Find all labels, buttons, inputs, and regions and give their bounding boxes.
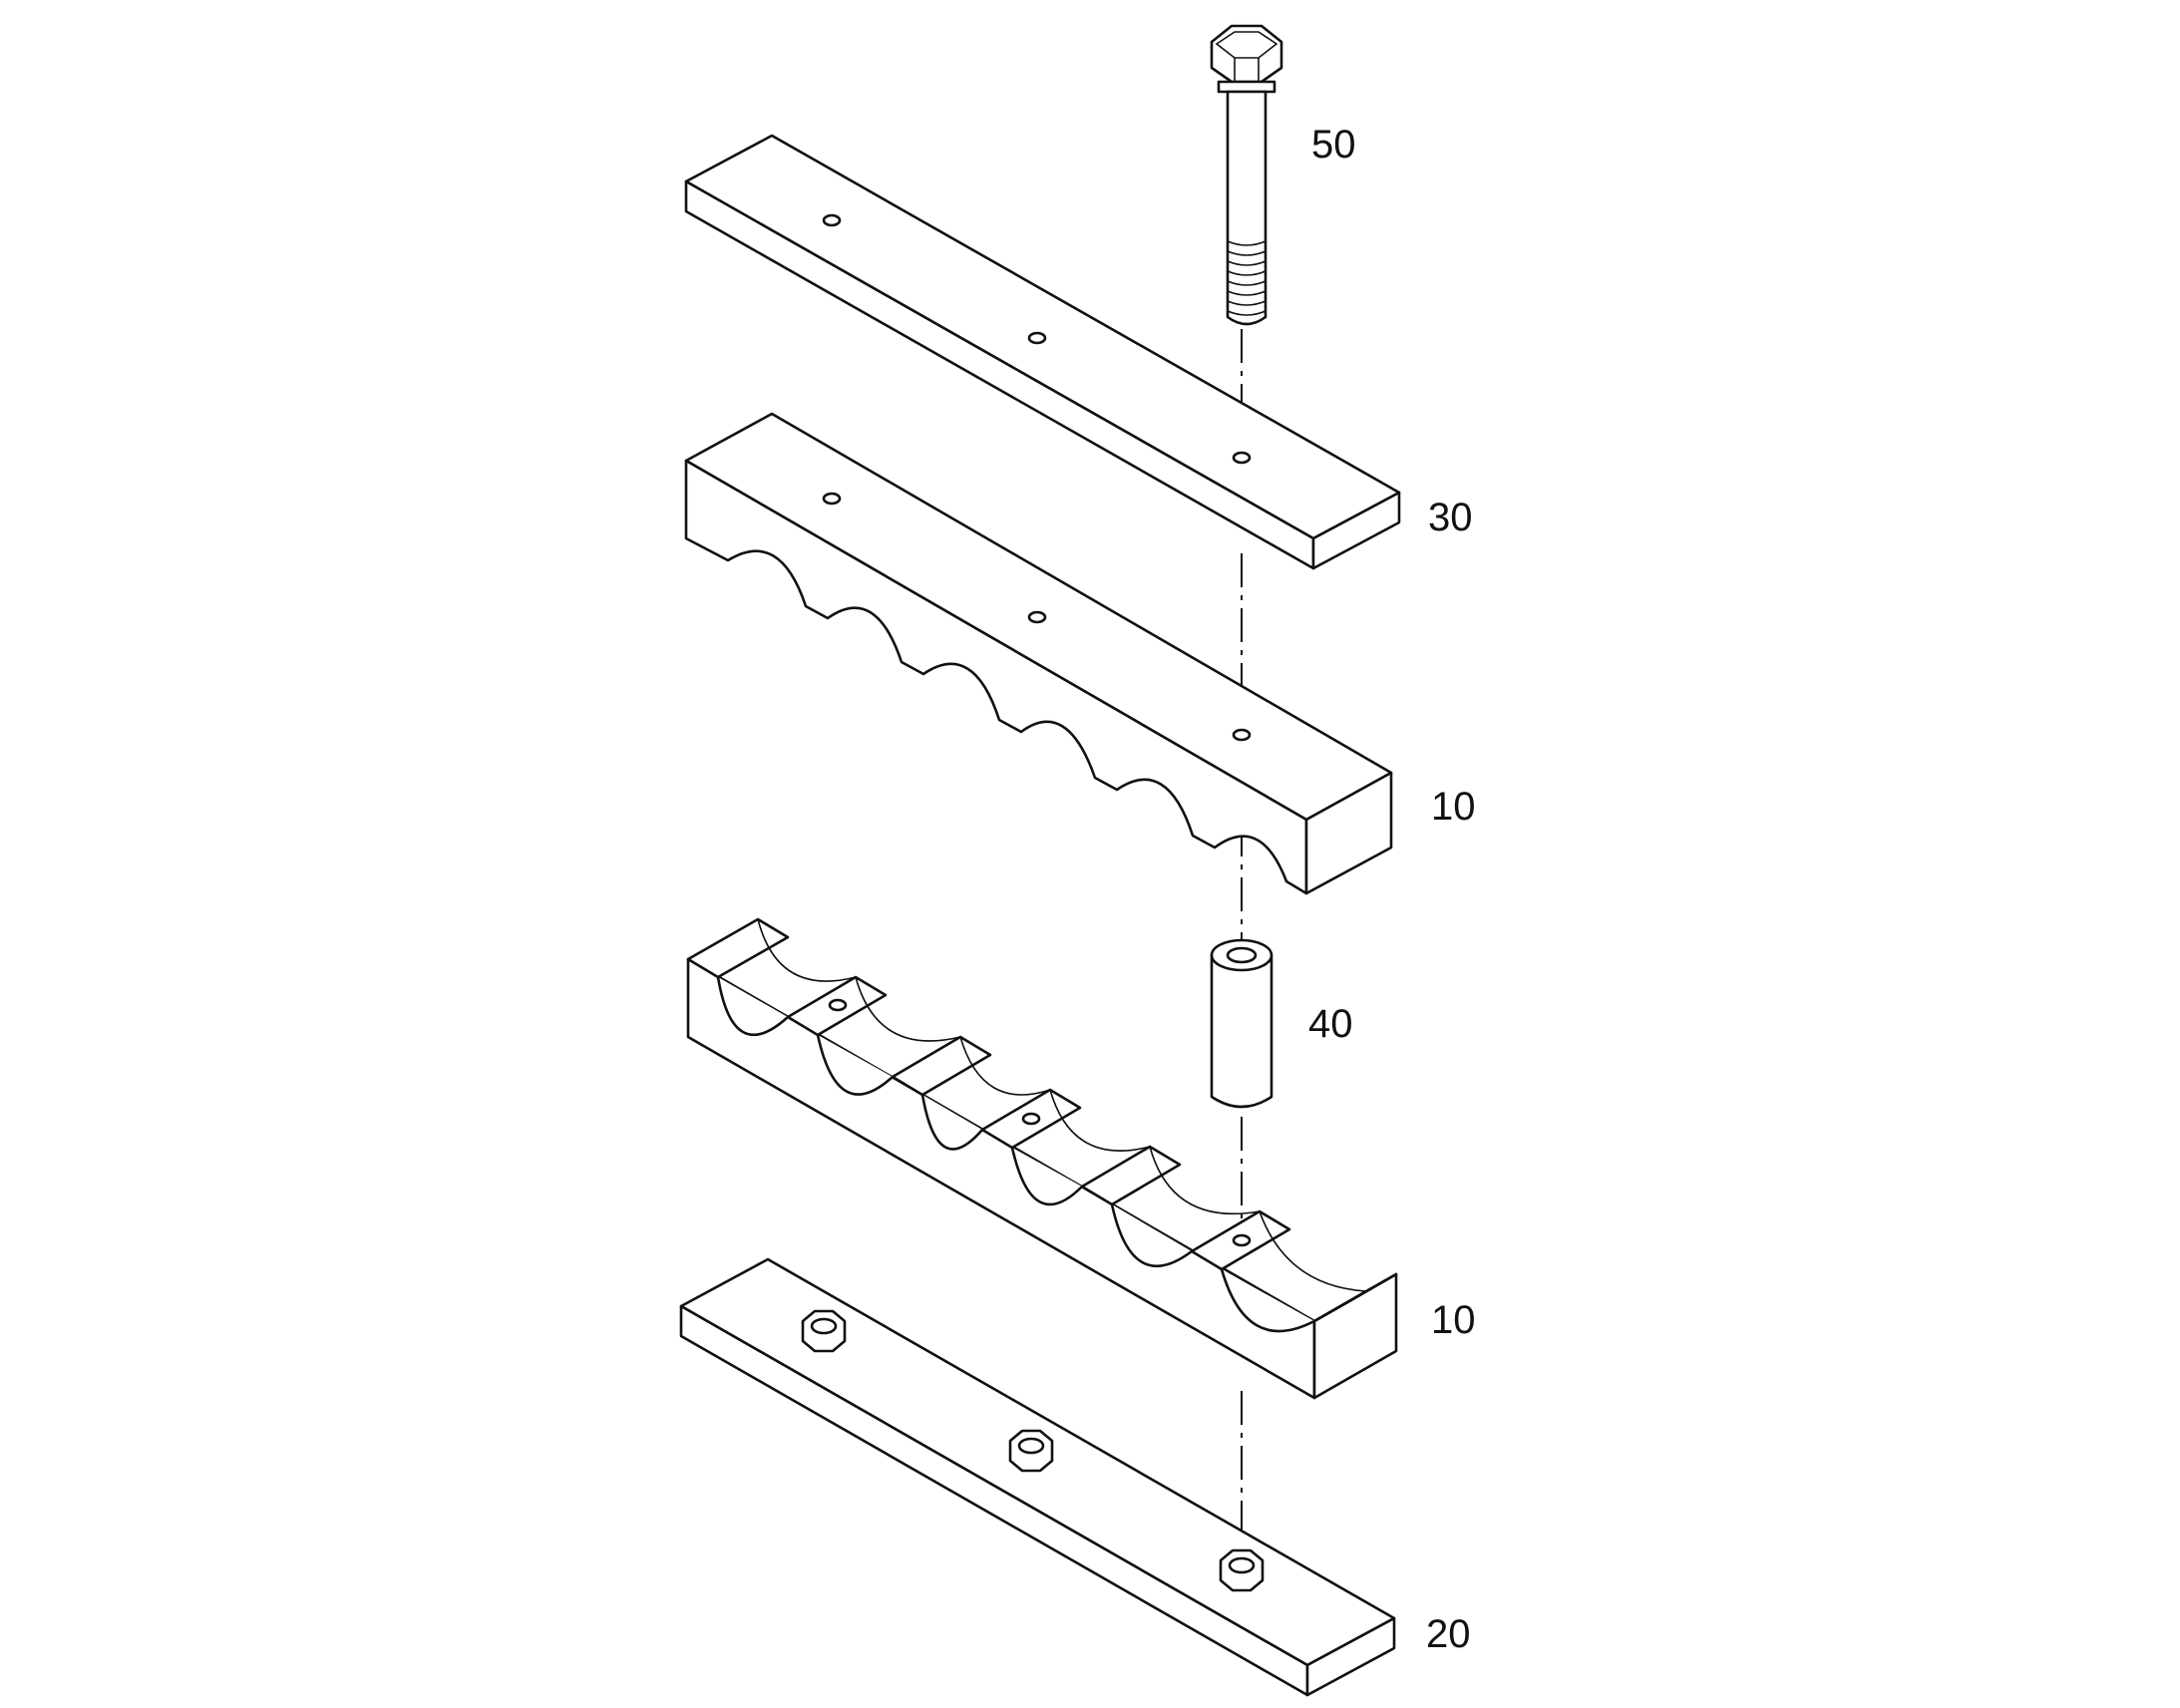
label-base-plate: 20	[1426, 1612, 1471, 1656]
label-sleeve: 40	[1308, 1002, 1353, 1046]
hex-nut	[801, 1309, 847, 1353]
label-upper-clamp: 10	[1431, 785, 1476, 829]
hex-bolt	[1210, 24, 1283, 326]
base-plate	[679, 1257, 1396, 1697]
label-lower-clamp: 10	[1431, 1298, 1476, 1342]
label-cover-plate: 30	[1428, 496, 1473, 539]
hex-nut	[1219, 1548, 1265, 1592]
upper-clamp-half	[684, 412, 1393, 895]
spacer-sleeve	[1210, 938, 1273, 1109]
label-bolt: 50	[1311, 123, 1356, 167]
hex-nut	[1008, 1429, 1054, 1473]
cover-plate	[684, 134, 1401, 570]
lower-clamp-half	[686, 917, 1398, 1400]
